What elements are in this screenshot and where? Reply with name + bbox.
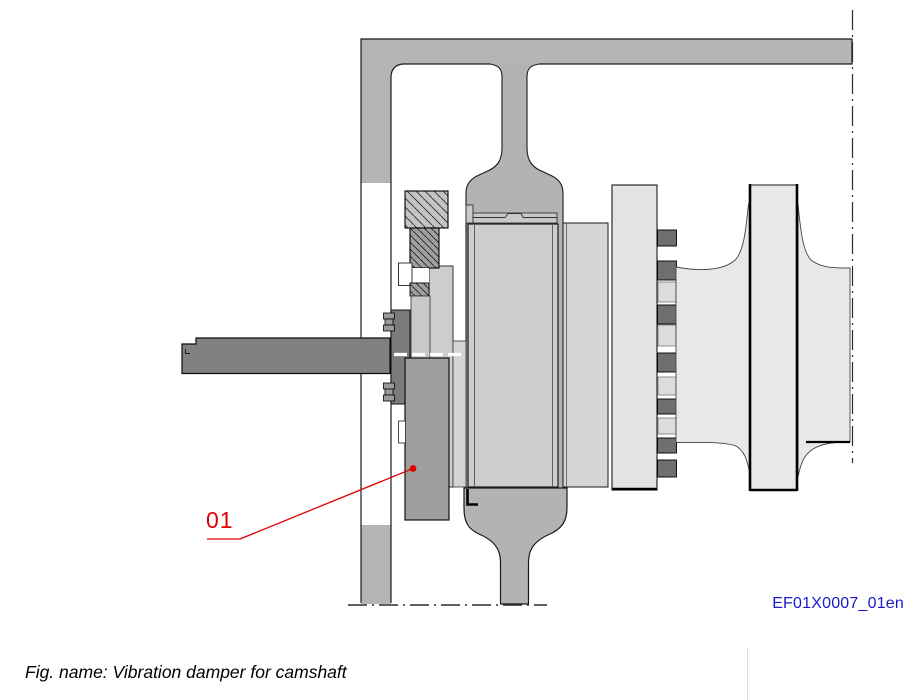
spacer-sliver <box>452 340 467 488</box>
callout-label: 01 <box>206 507 234 533</box>
hub-spacer-strip <box>465 204 558 224</box>
flange-bolt-bottom <box>383 382 395 402</box>
gear-teeth-light <box>657 281 677 435</box>
seal-lower-column <box>410 295 431 359</box>
hatched-block-upper <box>404 190 449 229</box>
hub-lower-flare <box>463 487 568 605</box>
hatched-strip <box>409 282 430 297</box>
seal-notch-box <box>398 262 413 286</box>
callout-dot <box>409 465 417 472</box>
drawing-code: EF01X0007_01en <box>772 595 904 612</box>
engine-housing <box>360 38 853 604</box>
figure-caption: Fig. name: Vibration damper for camshaft <box>25 662 347 682</box>
gear-carrier-column <box>611 184 658 491</box>
hatched-block-lower <box>409 227 440 269</box>
side-block <box>562 222 609 488</box>
gear-teeth <box>657 229 677 478</box>
pulley-wheel <box>675 184 851 492</box>
drive-shaft <box>181 337 391 375</box>
pulley-hub-column <box>750 185 797 490</box>
vibration-damper-plate <box>398 357 450 521</box>
seal-gap <box>412 268 429 283</box>
gear-teeth-dark <box>657 229 677 478</box>
callout-leader <box>207 465 417 540</box>
damper-notch-box <box>398 420 406 444</box>
main-bearing-block <box>467 223 559 488</box>
flange-bolt-top <box>383 312 395 332</box>
shaft-keyway-mark <box>185 349 190 354</box>
